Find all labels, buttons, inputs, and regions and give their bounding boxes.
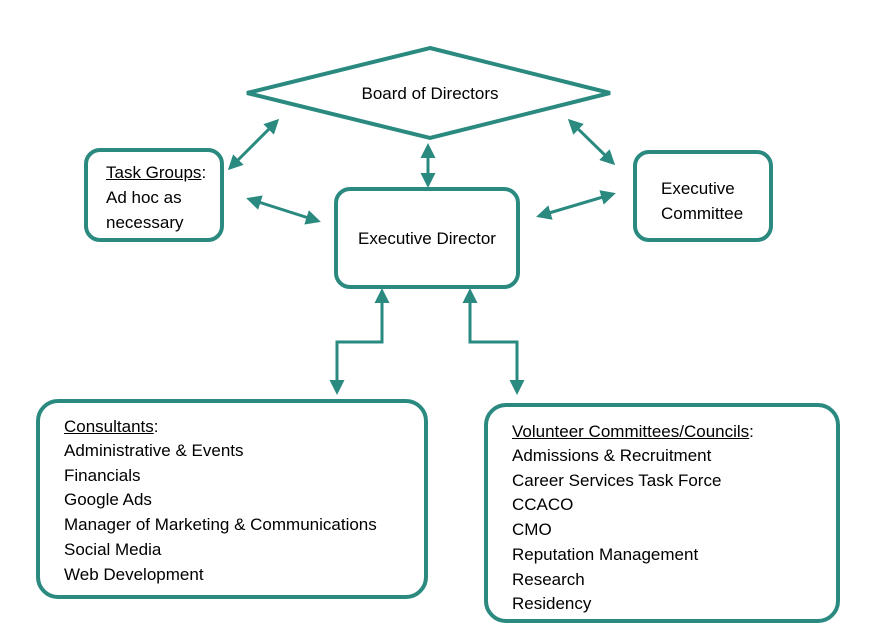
executive-director-box: Executive Director (334, 187, 520, 289)
executive-committee-line1: Executive (661, 179, 735, 198)
executive-director-label: Executive Director (358, 228, 496, 248)
list-item: Financials (64, 465, 141, 485)
task-groups-title: Task Groups (106, 163, 202, 182)
arrow-board-committee (567, 118, 616, 166)
arrow-director-volunteer (462, 288, 525, 395)
list-item: Social Media (64, 539, 162, 559)
board-diamond-shape (246, 45, 611, 141)
task-groups-title-line: Task Groups: (106, 160, 220, 185)
arrow-taskgroups-director (246, 195, 321, 225)
board-of-directors: Board of Directors (300, 80, 560, 106)
consultants-box: Consultants: Administrative & Events Fin… (36, 399, 428, 599)
consultants-colon: : (153, 417, 159, 436)
volunteer-committees-box: Volunteer Committees/Councils: Admission… (484, 403, 840, 623)
task-groups-line2: necessary (106, 213, 184, 232)
executive-committee-box: Executive Committee (633, 150, 773, 242)
arrow-director-committee (536, 190, 616, 220)
volunteer-title: Volunteer Committees/Councils (512, 422, 750, 441)
arrow-board-taskgroups (227, 118, 280, 171)
task-groups-box: Task Groups: Ad hoc as necessary (84, 148, 224, 242)
list-item: Career Services Task Force (512, 470, 722, 490)
arrow-director-consultants (329, 288, 390, 395)
list-item: Web Development (64, 564, 204, 584)
list-item: Residency (512, 594, 592, 614)
list-item: CCACO (512, 495, 574, 515)
consultants-list: Administrative & Events Financials Googl… (64, 439, 424, 587)
list-item: Research (512, 569, 585, 589)
task-groups-line1: Ad hoc as (106, 188, 182, 207)
list-item: Manager of Marketing & Communications (64, 515, 377, 535)
volunteer-list: Admissions & Recruitment Career Services… (512, 444, 836, 617)
list-item: Admissions & Recruitment (512, 446, 712, 465)
volunteer-colon: : (749, 422, 754, 441)
executive-committee-line2: Committee (661, 204, 744, 223)
consultants-title: Consultants (64, 417, 154, 436)
list-item: Administrative & Events (64, 441, 244, 460)
list-item: CMO (512, 520, 552, 540)
volunteer-title-line: Volunteer Committees/Councils: (512, 419, 836, 444)
task-groups-colon: : (201, 163, 207, 182)
list-item: Reputation Management (512, 544, 699, 564)
board-of-directors-label: Board of Directors (361, 83, 499, 103)
consultants-title-line: Consultants: (64, 414, 424, 439)
list-item: Google Ads (64, 490, 152, 510)
